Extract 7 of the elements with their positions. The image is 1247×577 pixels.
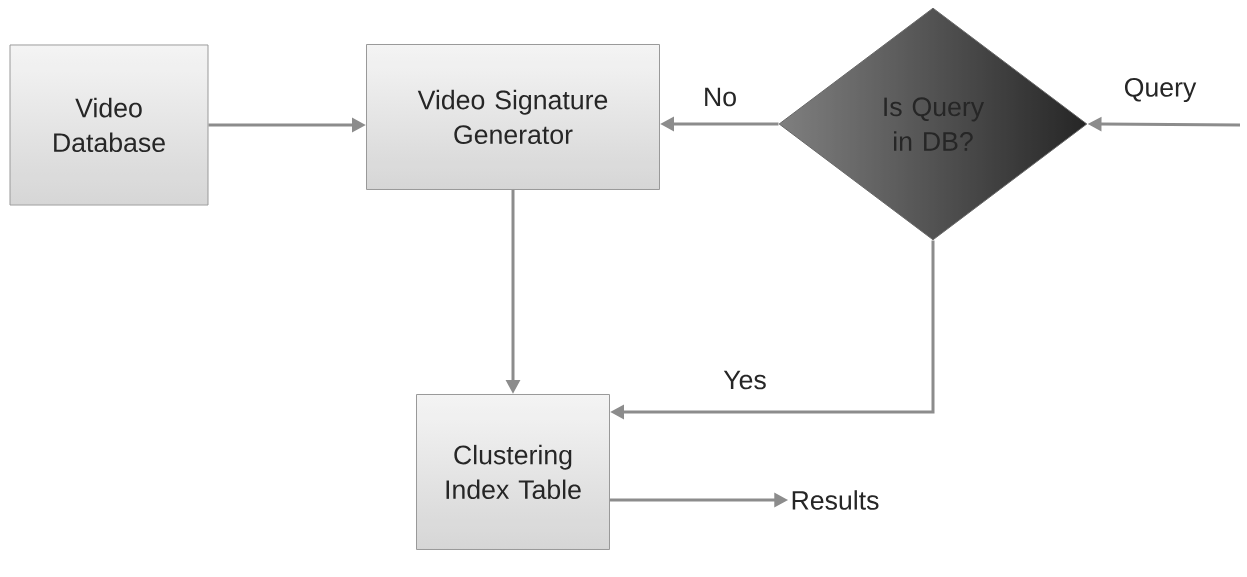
- process-box: Clustering Index Table: [416, 394, 610, 550]
- edge-label: No: [701, 86, 739, 108]
- edge-label: Query: [1122, 76, 1198, 104]
- process-box: Video Signature Generator: [366, 44, 660, 190]
- result-text: Results: [792, 490, 879, 510]
- process-box: Video Database: [9, 44, 209, 206]
- edge-label: Yes: [722, 369, 768, 391]
